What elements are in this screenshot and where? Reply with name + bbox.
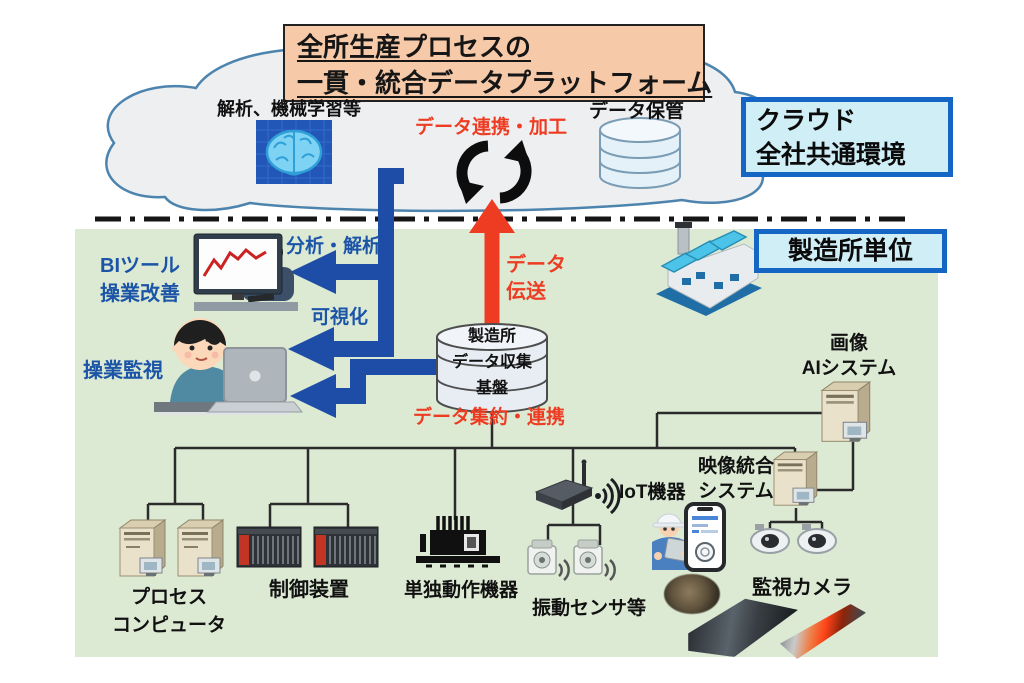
factory-icon [656,222,762,316]
dome-camera-icon [797,524,837,554]
image-ai-line2: AIシステム [801,358,897,379]
cylinder-db-icon [436,323,548,413]
bi-tool-line2: 操業改善 [100,283,180,305]
sync-arrows-icon [456,140,532,204]
cloud-environment-box: クラウド 全社共通環境 [741,97,953,177]
operation-monitoring-label: 操業監視 [83,360,163,382]
factory-site-background [75,229,938,657]
tower-pc-icon [176,519,225,578]
plc-rack-icon [236,526,302,568]
vibration-sensor-icon [573,539,616,581]
iot-router-icon [534,459,621,515]
site-db-line2: データ収集 [451,354,532,371]
ml-analysis-label: 解析、機械学習等 [217,99,361,119]
visualize-label: 可視化 [311,307,369,328]
brain-icon [256,120,332,184]
vibration-sensor-icon [527,539,570,581]
data-transfer-line1: データ [506,254,566,276]
standalone-device-label: 単独動作機器 [403,580,518,601]
bi-tool-label: BIツール 操業改善 [88,252,192,308]
plc-rack-icon [313,526,379,568]
wifi-waves-icon [595,477,621,515]
main-title-line1: 全所生産プロセスの [297,32,532,62]
image-ai-line1: 画像 [829,333,868,354]
data-transfer-label: データ 伝送 [506,252,566,306]
site-db-line1: 製造所 [467,328,516,345]
process-computer-label: プロセス コンピュータ [110,584,228,640]
cloud-box-line1: クラウド [756,107,857,135]
camera-label: 監視カメラ [752,577,852,599]
smartphone-icon [684,502,726,572]
server-tower-icon [772,451,819,507]
red-transfer-arrow [469,199,515,330]
bi-tool-line1: BIツール [100,255,180,277]
data-aggregate-label: データ集約・連携 [413,407,566,428]
site-box-label: 製造所単位 [787,237,913,265]
laptop-person-icon [154,318,304,415]
analyze-label: 分析・解析 [286,236,382,257]
main-title-box: 全所生産プロセスの 一貫・統合データプラットフォーム [283,24,713,102]
main-title-line2: 一貫・統合データプラットフォーム [297,68,713,98]
control-device-label: 制御装置 [269,579,349,601]
video-system-line2: システム [698,481,774,502]
data-link-label: データ連携・加工 [415,117,568,138]
site-unit-box: 製造所単位 [754,229,947,273]
database-icon [599,117,681,189]
process-computer-line1: プロセス [130,587,207,608]
iot-device-label: IoT機器 [619,482,686,503]
monitor-person-icon [193,233,298,311]
data-transfer-line2: 伝送 [506,281,546,303]
dome-camera-icon [750,524,790,554]
tower-pc-icon [118,519,167,578]
standalone-machine-icon [416,516,500,568]
site-db-line3: 基盤 [475,380,508,397]
image-ai-label: 画像 AIシステム [799,331,899,381]
video-system-label: 映像統合 システム [690,454,782,504]
process-computer-line2: コンピュータ [111,615,226,636]
video-system-line1: 映像統合 [697,456,774,477]
cloud-box-line2: 全社共通環境 [756,141,907,169]
network-lines [146,411,855,545]
steel-coil-photo [664,574,720,614]
vibration-sensor-label: 振動センサ等 [531,598,646,619]
server-tower-icon [820,380,872,443]
data-storage-label: データ保管 [589,101,685,122]
blue-data-arrows [288,168,438,418]
